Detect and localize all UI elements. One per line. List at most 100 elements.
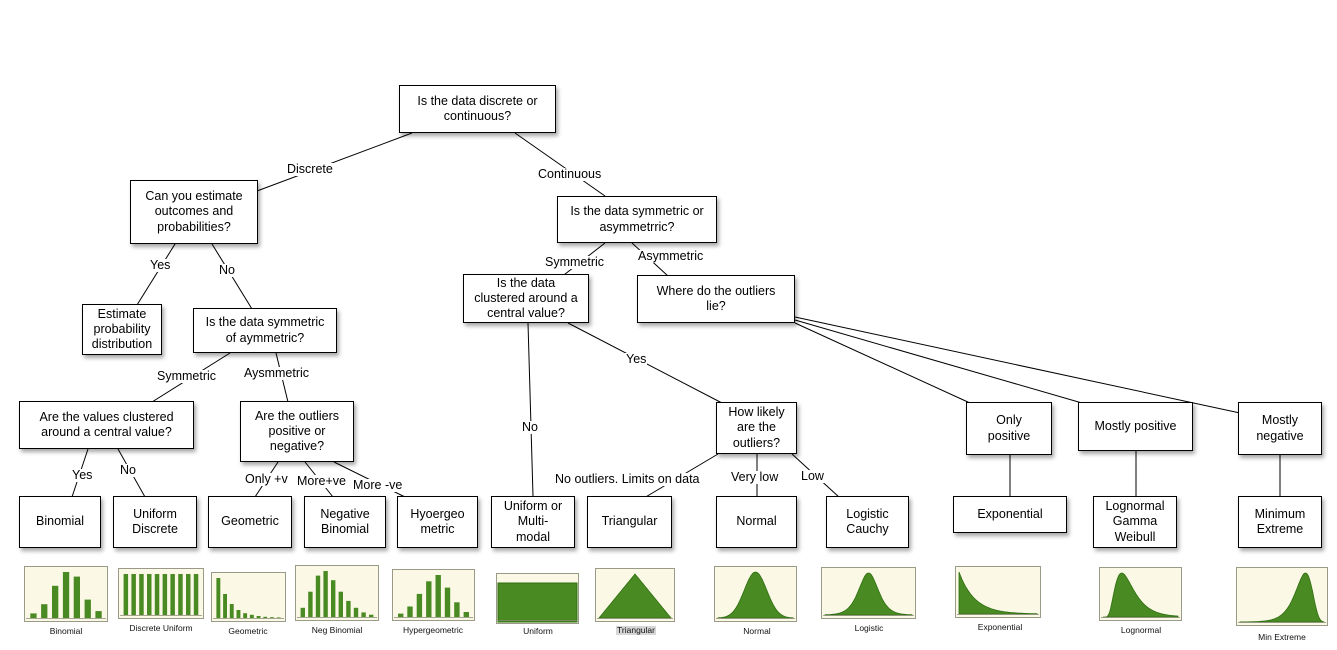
node-continuous-outliers-question: Where do the outliers lie? <box>637 275 795 323</box>
geometric-bar <box>256 616 261 618</box>
edge-estimate-no <box>211 243 253 310</box>
edge-label-discrete: Discrete <box>286 162 334 176</box>
triangular-plot <box>597 573 673 619</box>
node-lognormal-gamma-weibull: Lognormal Gamma Weibull <box>1093 496 1177 548</box>
thumbnail-hypergeometric <box>392 569 475 621</box>
edge-label-low: Low <box>800 469 825 483</box>
node-continuous-symmetric-question: Is the data symmetric or asymmetrric? <box>557 196 717 243</box>
node-triangular: Triangular <box>587 496 672 548</box>
caption-discrete-uniform: Discrete Uniform <box>129 623 193 633</box>
thumbnail-logistic <box>821 567 916 619</box>
uniform-area <box>497 582 578 623</box>
node-mostly-negative: Mostly negative <box>1238 402 1322 455</box>
min_extreme-curve <box>1239 572 1325 623</box>
edge-outliers-only-positive <box>794 322 971 404</box>
geometric-bar <box>263 616 268 618</box>
node-continuous-clustered-question: Is the data clustered around a central v… <box>463 274 589 323</box>
discrete_uniform-bar <box>154 574 160 615</box>
node-estimate-probability: Estimate probability distribution <box>82 304 162 355</box>
node-only-positive: Only positive <box>966 402 1052 455</box>
thumbnail-binomial <box>24 566 108 622</box>
neg_binomial-plot <box>297 571 377 618</box>
edge-label-more-plus-ve: More+ve <box>296 474 347 488</box>
caption-hypergeometric: Hypergeometric <box>403 625 463 635</box>
geometric-bar <box>223 594 227 618</box>
caption-geometric: Geometric <box>228 626 268 636</box>
edge-label-yes-continuous: Yes <box>625 352 648 366</box>
node-discrete-outliers-question: Are the outliers positive or negative? <box>240 401 354 462</box>
normal-curve <box>717 571 794 619</box>
edge-label-very-low: Very low <box>730 470 780 484</box>
caption-exponential: Exponential <box>977 622 1023 632</box>
hypergeometric-bar <box>435 575 441 617</box>
caption-binomial: Binomial <box>49 626 83 636</box>
edge-label-no-outliers: No outliers. Limits on data <box>554 472 701 486</box>
edge-label-only-plus-v: Only +v <box>244 472 289 486</box>
node-mostly-positive: Mostly positive <box>1078 402 1193 451</box>
neg_binomial-bar <box>300 607 305 617</box>
edge-root-discrete <box>256 132 413 192</box>
discrete_uniform-bar <box>186 574 191 615</box>
binomial-bar <box>73 576 80 618</box>
normal-plot <box>716 571 795 619</box>
caption-normal: Normal <box>743 626 771 636</box>
thumbnail-min-extreme <box>1236 567 1328 626</box>
discrete_uniform-bar <box>178 574 183 615</box>
node-geometric: Geometric <box>208 496 292 548</box>
caption-triangular: Triangular <box>616 625 656 635</box>
exponential-plot <box>957 571 1039 615</box>
geometric-bar <box>276 617 281 618</box>
geometric-bar <box>216 578 221 618</box>
thumbnail-lognormal <box>1099 567 1182 621</box>
neg_binomial-bar <box>361 612 366 617</box>
node-hypergeometric: Hyoergeo metric <box>397 496 478 548</box>
edge-label-continuous: Continuous <box>537 167 603 181</box>
hypergeometric-bar <box>416 593 423 617</box>
discrete_uniform-bar <box>193 574 199 615</box>
binomial-bar <box>52 585 59 618</box>
discrete_uniform-bar <box>162 574 168 615</box>
caption-logistic: Logistic <box>854 623 884 633</box>
binomial-bar <box>30 613 37 618</box>
lognormal-curve <box>1103 572 1179 618</box>
edge-label-symmetric-continuous: Symmetric <box>544 255 606 269</box>
lognormal-plot <box>1101 572 1180 618</box>
thumbnail-geometric <box>211 572 286 622</box>
node-binomial: Binomial <box>19 496 101 548</box>
uniform-plot <box>497 582 578 623</box>
neg_binomial-bar <box>331 580 336 617</box>
hypergeometric-bar <box>426 581 432 617</box>
discrete_uniform-bar <box>147 574 152 615</box>
neg_binomial-bar <box>315 575 321 617</box>
neg_binomial-bar <box>338 591 343 617</box>
binomial-bar <box>95 611 102 618</box>
discrete_uniform-plot <box>120 574 202 616</box>
exponential-curve <box>958 571 1038 615</box>
geometric-bar <box>229 604 234 618</box>
geometric-bar <box>236 610 241 618</box>
min_extreme-plot <box>1238 572 1326 623</box>
discrete_uniform-bar <box>131 574 136 615</box>
geometric-bar <box>243 613 248 618</box>
binomial-bar <box>62 572 70 618</box>
node-likely-outliers-question: How likely are the outliers? <box>716 402 797 454</box>
node-uniform-multimodal: Uniform or Multi- modal <box>491 496 575 548</box>
thumbnail-discrete-uniform <box>118 568 204 619</box>
edge-label-no-estimate: No <box>218 263 236 277</box>
hypergeometric-plot <box>394 575 473 618</box>
node-discrete-symmetric-question: Is the data symmetric of aymmetric? <box>193 308 337 353</box>
edge-label-asymmetric-continuous: Asymmetric <box>637 249 705 263</box>
node-exponential: Exponential <box>953 496 1067 533</box>
neg_binomial-bar <box>308 591 313 617</box>
binomial-bar <box>84 599 91 618</box>
neg_binomial-bar <box>369 614 374 617</box>
caption-uniform: Uniform <box>523 626 553 636</box>
neg_binomial-bar <box>323 571 328 617</box>
thumbnail-exponential <box>955 566 1041 618</box>
geometric-bar <box>270 617 274 618</box>
caption-min-extreme: Min Extreme <box>1258 632 1306 642</box>
edge-label-no-clustered: No <box>119 463 137 477</box>
hypergeometric-bar <box>454 602 460 617</box>
hypergeometric-bar <box>398 613 404 617</box>
